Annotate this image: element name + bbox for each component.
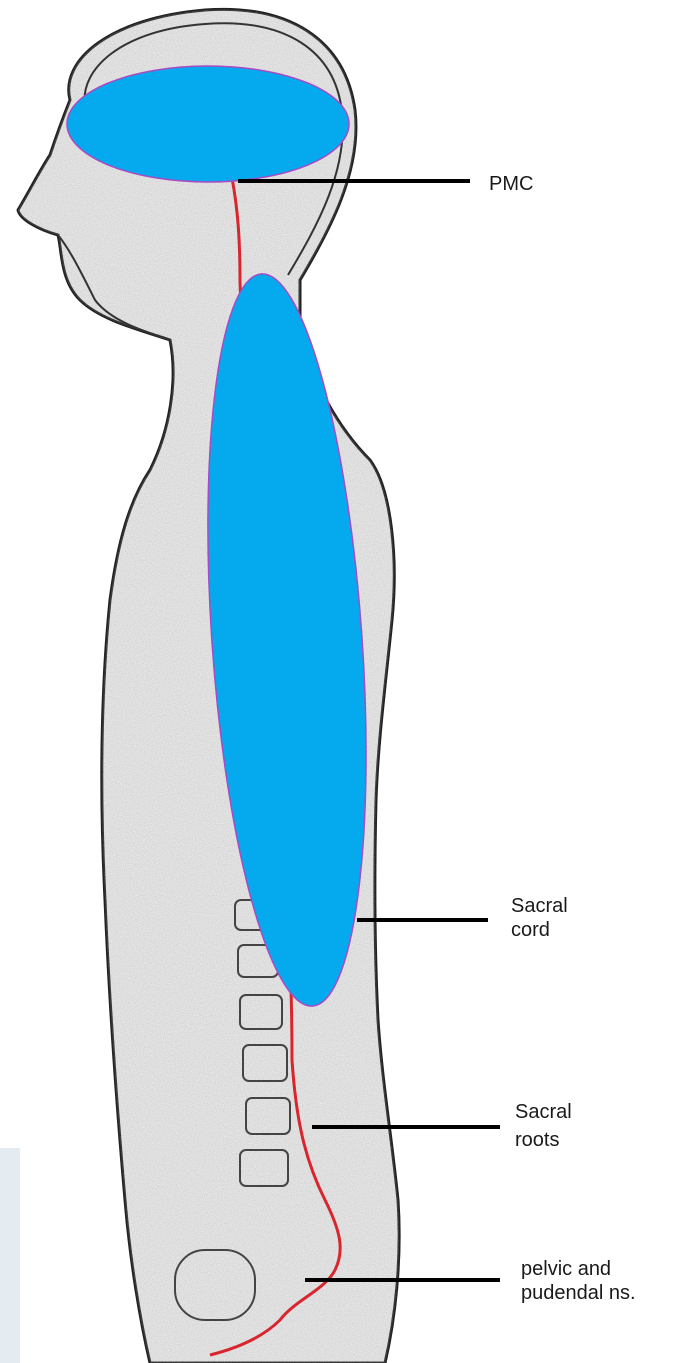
label-pelvic-line2: pudendal ns.	[521, 1282, 636, 1304]
label-pmc: PMC	[489, 173, 533, 195]
label-pelvic-line1: pelvic and	[521, 1258, 611, 1280]
corner-panel	[0, 1148, 20, 1363]
label-sacral-cord-line2: cord	[511, 919, 550, 941]
label-pelvic-pudendal: pelvic and pudendal ns.	[521, 1258, 636, 1304]
label-sacral-cord-line1: Sacral	[511, 895, 568, 917]
brain-highlight	[67, 66, 349, 182]
label-sacral-cord: Sacral cord	[511, 895, 573, 941]
label-sacral-roots-line2: roots	[515, 1129, 559, 1151]
label-sacral-roots-line1: Sacral	[515, 1101, 572, 1123]
label-sacral-roots: Sacral roots	[515, 1101, 577, 1151]
